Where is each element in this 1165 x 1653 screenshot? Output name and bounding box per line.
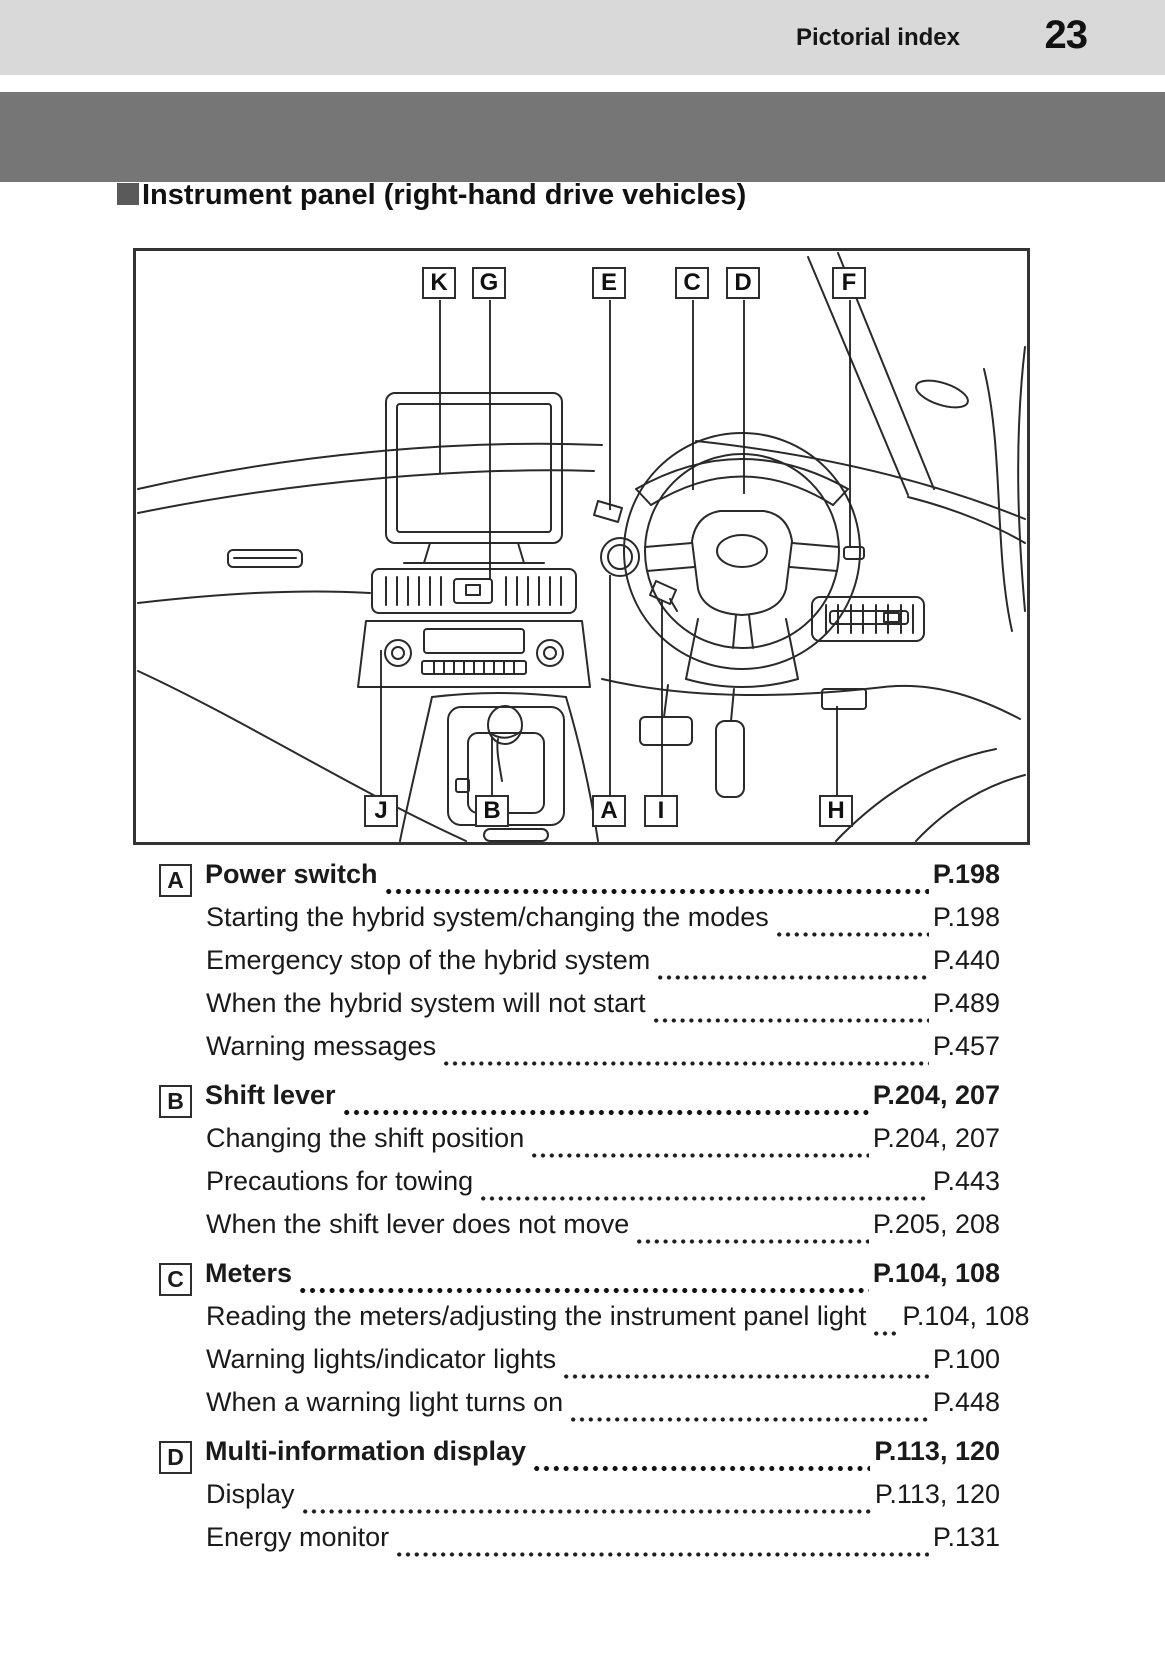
diagram-label-I: I	[644, 795, 678, 827]
diagram-label-G: G	[472, 267, 506, 299]
item-page-ref: P.113, 120	[874, 1479, 1000, 1509]
leader-lines	[380, 300, 851, 795]
item-page-ref: P.489	[932, 988, 1000, 1018]
index-item-row: When the shift lever does not move P.205,…	[159, 1209, 1000, 1252]
square-bullet-icon	[117, 183, 139, 205]
index-section-row: B Shift lever P.204, 207	[159, 1080, 1000, 1123]
item-label: Energy monitor	[206, 1522, 390, 1552]
index-section-row: C Meters P.104, 108	[159, 1258, 1000, 1301]
dotted-leader	[653, 1017, 929, 1024]
diagram-label-B: B	[475, 795, 509, 827]
header-section-label: Pictorial index	[795, 24, 960, 51]
dotted-leader	[874, 1330, 899, 1337]
dashboard-line-art	[137, 252, 1026, 842]
section-letter-box: A	[159, 864, 192, 897]
index-item-row: Warning lights/indicator lights P.100	[159, 1344, 1000, 1387]
dotted-leader	[571, 1416, 929, 1423]
page-number: 23	[1044, 13, 1088, 57]
section-letter-box: C	[159, 1263, 192, 1296]
index-item-row: Reading the meters/adjusting the instrum…	[159, 1301, 1030, 1344]
dotted-leader	[300, 1287, 869, 1294]
item-page-ref: P.100	[932, 1344, 1000, 1374]
section-title-text: Instrument panel (right-hand drive vehic…	[142, 179, 747, 211]
index-item-row: When the hybrid system will not start P.4…	[159, 988, 1000, 1031]
diagram-label-H: H	[819, 795, 853, 827]
dotted-leader	[444, 1060, 929, 1067]
index-item-row: Emergency stop of the hybrid system P.440	[159, 945, 1000, 988]
item-label: Changing the shift position	[206, 1123, 525, 1153]
index-section-row: D Multi-information display P.113, 120	[159, 1436, 1000, 1479]
index-item-row: Energy monitor P.131	[159, 1522, 1000, 1565]
diagram-label-F: F	[832, 267, 866, 299]
dotted-leader	[385, 888, 929, 895]
dotted-leader	[343, 1109, 869, 1116]
item-label: Warning lights/indicator lights	[206, 1344, 557, 1374]
item-page-ref: P.198	[932, 902, 1000, 932]
index-item-row: Changing the shift position P.204, 207	[159, 1123, 1000, 1166]
diagram-label-D: D	[726, 267, 760, 299]
item-page-ref: P.443	[932, 1166, 1000, 1196]
section-page-ref: P.113, 120	[874, 1436, 1000, 1466]
dotted-leader	[302, 1508, 871, 1515]
section-title-text: Shift lever	[205, 1080, 336, 1110]
section-title-text: Multi-information display	[205, 1436, 526, 1466]
item-page-ref: P.131	[932, 1522, 1000, 1552]
index-item-row: Precautions for towing P.443	[159, 1166, 1000, 1209]
index-section-row: A Power switch P.198	[159, 859, 1000, 902]
item-label: When the hybrid system will not start	[206, 988, 646, 1018]
section-letter-box: D	[159, 1441, 192, 1474]
diagram-label-A: A	[592, 795, 626, 827]
item-label: When a warning light turns on	[206, 1387, 564, 1417]
item-page-ref: P.440	[932, 945, 1000, 975]
index-item-row: When a warning light turns on P.448	[159, 1387, 1000, 1430]
dotted-leader	[658, 974, 929, 981]
item-label: Starting the hybrid system/changing the …	[206, 902, 769, 932]
index-item-row: Display P.113, 120	[159, 1479, 1000, 1522]
dotted-leader	[637, 1238, 869, 1245]
item-label: Precautions for towing	[206, 1166, 474, 1196]
item-page-ref: P.205, 208	[872, 1209, 1000, 1239]
item-label: Display	[206, 1479, 295, 1509]
item-page-ref: P.448	[932, 1387, 1000, 1417]
section-title-text: Power switch	[205, 859, 378, 889]
index-item-row: Warning messages P.457	[159, 1031, 1000, 1074]
item-label: Reading the meters/adjusting the instrum…	[206, 1301, 867, 1331]
dotted-leader	[564, 1373, 929, 1380]
page-header-bar: Pictorial index 23	[0, 0, 1165, 75]
index-item-row: Starting the hybrid system/changing the …	[159, 902, 1000, 945]
item-page-ref: P.104, 108	[902, 1301, 1030, 1331]
section-title-text: Meters	[205, 1258, 293, 1288]
diagram-label-J: J	[364, 795, 398, 827]
item-label: Warning messages	[206, 1031, 437, 1061]
section-page-ref: P.198	[932, 859, 1000, 889]
dotted-leader	[397, 1551, 929, 1558]
dotted-leader	[776, 931, 929, 938]
dotted-leader	[481, 1195, 929, 1202]
section-page-ref: P.104, 108	[872, 1258, 1000, 1288]
item-page-ref: P.457	[932, 1031, 1000, 1061]
item-label: Emergency stop of the hybrid system	[206, 945, 651, 975]
dotted-leader	[534, 1465, 871, 1472]
item-label: When the shift lever does not move	[206, 1209, 630, 1239]
section-letter-box: B	[159, 1085, 192, 1118]
diagram-label-K: K	[422, 267, 456, 299]
chapter-banner	[0, 92, 1165, 182]
diagram-label-E: E	[592, 267, 626, 299]
section-page-ref: P.204, 207	[872, 1080, 1000, 1110]
diagram-label-C: C	[675, 267, 709, 299]
item-page-ref: P.204, 207	[872, 1123, 1000, 1153]
section-title: Instrument panel (right-hand drive vehic…	[117, 179, 746, 212]
dotted-leader	[532, 1152, 869, 1159]
